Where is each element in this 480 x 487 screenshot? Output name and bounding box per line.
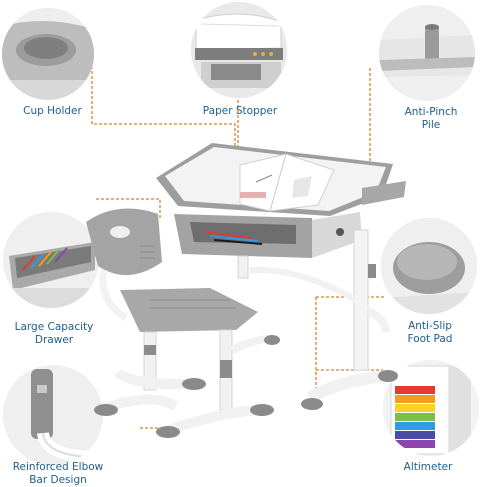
chair-back: [86, 208, 162, 276]
anti-pinch-photo: [379, 5, 475, 101]
side-tray: [362, 181, 406, 205]
altimeter-photo: [383, 360, 479, 456]
foot-pad-label: Anti-Slip Foot Pad: [384, 320, 476, 346]
ruler-band: [395, 386, 435, 394]
foot-pad-label-line1: Anti-Slip: [408, 320, 452, 332]
altimeter-label: Altimeter: [403, 461, 453, 473]
ruler-band: [395, 413, 435, 421]
ruler-band: [395, 440, 435, 448]
paper-stopper-icon: [191, 2, 287, 98]
anti-pinch-label-line1: Anti-Pinch: [404, 106, 458, 118]
anti-pinch-label-line2: Pile: [421, 119, 441, 131]
anti-pinch-label: Anti-Pinch Pile: [385, 106, 477, 132]
drawer-label-line1: Large Capacity: [14, 321, 94, 333]
drawer-photo: [3, 212, 99, 308]
elbow-bar-icon: [3, 365, 103, 465]
paper-stopper-label: Paper Stopper: [202, 105, 278, 117]
anti-pinch-icon: [379, 5, 475, 101]
chair-seat: [120, 288, 258, 332]
elbow-bar-photo: [3, 365, 103, 465]
paper-stopper-photo: [191, 2, 287, 98]
elbow-label-line1: Reinforced Elbow: [12, 461, 104, 473]
drawer-label-line2: Drawer: [34, 334, 74, 346]
ruler-band: [395, 422, 435, 430]
elbow-label: Reinforced Elbow Bar Design: [0, 461, 116, 487]
leader-drawer: [96, 198, 161, 218]
foot-pad-label-line2: Foot Pad: [407, 333, 453, 345]
elbow-label-line2: Bar Design: [29, 474, 87, 486]
altimeter-icon: [383, 360, 479, 456]
ruler-band: [395, 395, 435, 403]
cup-holder-label: Cup Holder: [23, 105, 82, 117]
ruler-band: [395, 431, 435, 439]
ruler-band: [395, 404, 435, 412]
drawer-label: Large Capacity Drawer: [0, 321, 108, 347]
